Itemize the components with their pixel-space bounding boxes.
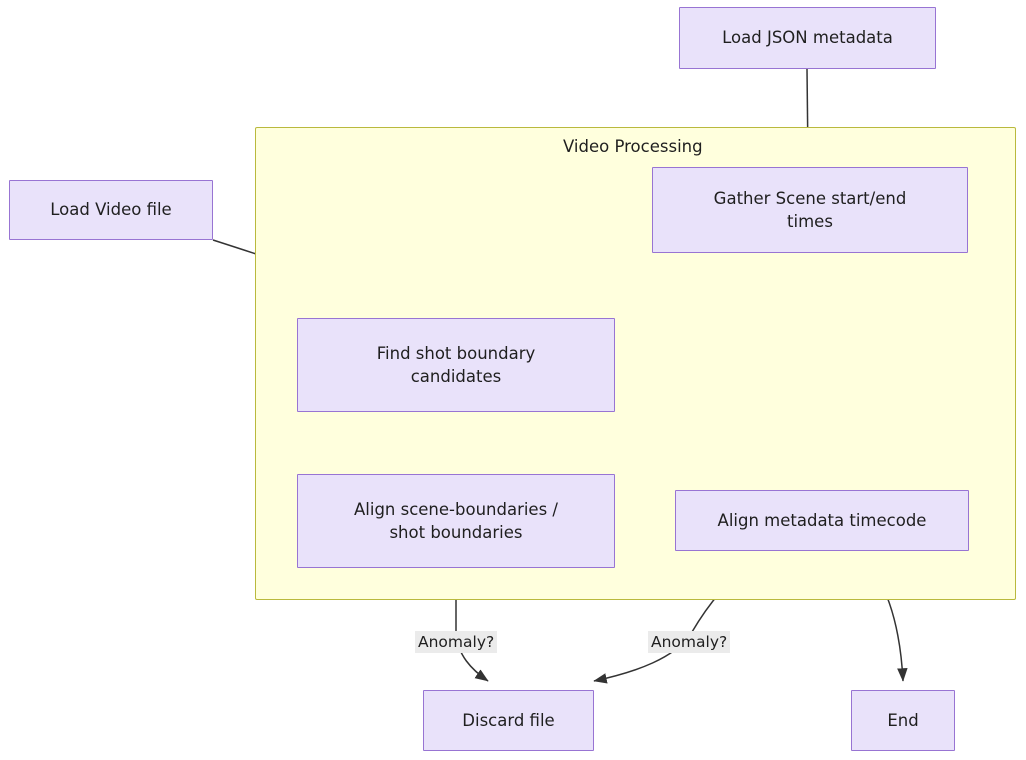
node-label-line: Align scene-boundaries /	[353, 499, 558, 519]
node-label-line: Find shot boundary	[376, 343, 536, 363]
node-load-json-metadata[interactable]: Load JSON metadata	[679, 7, 936, 69]
node-find-shot-boundary-candidates[interactable]: Find shot boundary candidates	[297, 318, 615, 412]
edge-label-anomaly-left: Anomaly?	[415, 631, 498, 654]
node-load-video-file[interactable]: Load Video file	[9, 180, 213, 240]
node-label-line: Load JSON metadata	[722, 28, 893, 48]
subgraph-label-video-processing: Video Processing	[563, 137, 703, 156]
node-label-line: shot boundaries	[389, 523, 523, 542]
node-label-line: End	[887, 710, 919, 730]
node-gather-scene-times[interactable]: Gather Scene start/end times	[652, 167, 968, 253]
node-label-line: candidates	[410, 367, 502, 386]
node-label-line: Gather Scene start/end	[713, 188, 907, 208]
node-label-line: Discard file	[462, 710, 555, 730]
node-label-line: Align metadata timecode	[717, 510, 927, 530]
edge-label-anomaly-right: Anomaly?	[648, 631, 731, 654]
node-label-line: times	[787, 212, 833, 231]
node-align-scene-shot-boundaries[interactable]: Align scene-boundaries / shot boundaries	[297, 474, 615, 568]
node-align-metadata-timecode[interactable]: Align metadata timecode	[675, 490, 969, 551]
node-label-line: Load Video file	[50, 200, 172, 220]
node-discard-file[interactable]: Discard file	[423, 690, 594, 751]
node-end[interactable]: End	[851, 690, 955, 751]
